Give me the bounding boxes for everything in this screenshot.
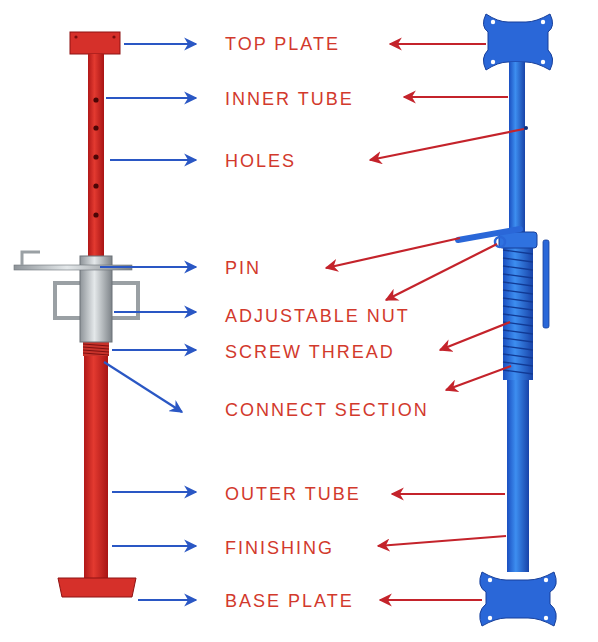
red-top-plate: [70, 32, 120, 54]
bolt-hole: [74, 35, 77, 38]
part-label: ADJUSTABLE NUT: [225, 305, 410, 327]
bolt-hole: [544, 616, 548, 620]
bolt-hole: [488, 616, 492, 620]
part-label: INNER TUBE: [225, 88, 354, 110]
bolt-hole: [491, 20, 495, 24]
part-label: TOP PLATE: [225, 33, 340, 55]
blue-pin: [458, 229, 520, 240]
red-holes: [93, 97, 98, 217]
red-screw-thread: [83, 342, 109, 356]
nut-handle: [55, 283, 80, 318]
blue-screw-thread: [503, 246, 533, 380]
blue-top-plate: [483, 14, 552, 70]
part-label: SCREW THREAD: [225, 341, 395, 363]
part-label: CONNECT SECTION: [225, 399, 429, 421]
part-label: PIN: [225, 257, 261, 279]
pin-ring: [495, 237, 505, 247]
blue-leader-arrows: [100, 44, 196, 600]
bolt-hole: [112, 35, 115, 38]
blue-prop: [458, 14, 556, 626]
thread-lines: [503, 250, 533, 374]
bolt-hole: [544, 578, 548, 582]
part-label: HOLES: [225, 150, 296, 172]
bolt-hole: [488, 578, 492, 582]
blue-nut-handle: [543, 240, 549, 328]
bolt-hole: [541, 20, 545, 24]
bolt-hole: [541, 60, 545, 64]
pin-loop: [22, 252, 40, 265]
part-label: OUTER TUBE: [225, 483, 361, 505]
thread-lines: [83, 344, 109, 355]
part-label: FINISHING: [225, 537, 334, 559]
part-label: BASE PLATE: [225, 590, 354, 612]
bolt-hole: [491, 60, 495, 64]
blue-inner-tube: [509, 62, 525, 242]
red-outer-tube: [84, 356, 108, 580]
blue-outer-tube: [507, 380, 529, 572]
blue-base-plate: [480, 572, 557, 626]
red-prop: [14, 32, 138, 597]
red-base-plate: [58, 578, 136, 597]
blue-hole: [524, 126, 528, 130]
